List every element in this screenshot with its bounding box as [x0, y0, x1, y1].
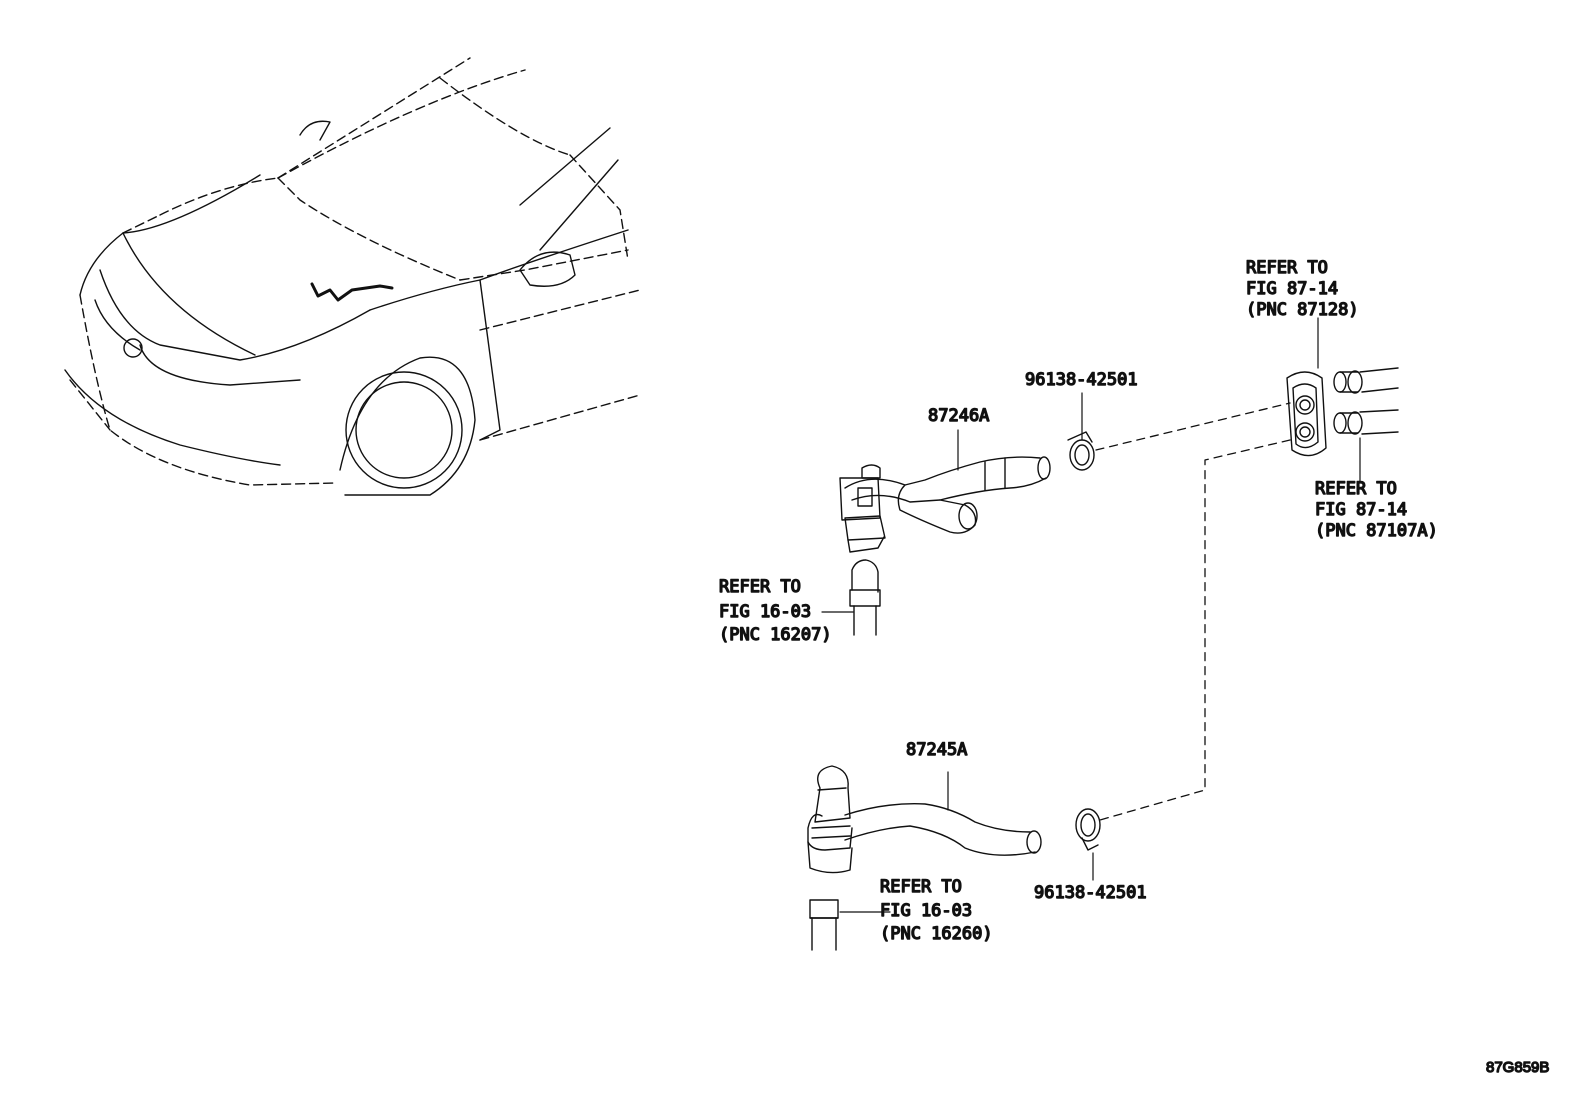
- svg-text:FIG 16-03: FIG 16-03: [719, 602, 811, 622]
- engine-outlet-pipe-upper: [849, 559, 881, 636]
- heater-hose-87246a: [839, 456, 1051, 553]
- grommet-87128: [1286, 371, 1327, 457]
- ref-engine-lower: REFER TO FIG 16-03 (PNC 16260): [879, 876, 993, 944]
- svg-text:FIG 87-14: FIG 87-14: [1315, 500, 1407, 520]
- routing-lines: [1095, 402, 1291, 821]
- svg-text:REFER TO: REFER TO: [1315, 479, 1397, 499]
- leader-lines: [821, 317, 1361, 913]
- svg-text:FIG 87-14: FIG 87-14: [1246, 279, 1338, 299]
- svg-text:REFER TO: REFER TO: [719, 577, 801, 597]
- svg-text:(PNC 16207): (PNC 16207): [719, 625, 832, 645]
- hose-clamp-upper: [1067, 431, 1095, 471]
- svg-text:FIG 16-03: FIG 16-03: [880, 901, 972, 921]
- svg-text:REFER TO: REFER TO: [1246, 258, 1328, 278]
- callout-87246a: 87246A: [928, 406, 989, 426]
- engine-outlet-pipe-lower: [809, 899, 839, 951]
- svg-text:(PNC 87107A): (PNC 87107A): [1315, 521, 1438, 541]
- diagram-code: 87G859B: [1486, 1059, 1549, 1076]
- callout-87245a: 87245A: [906, 740, 967, 760]
- heater-hose-87245a: [807, 765, 1042, 874]
- svg-text:(PNC 87128): (PNC 87128): [1246, 300, 1359, 320]
- hose-clamp-lower: [1075, 808, 1101, 851]
- car-illustration: [64, 57, 641, 496]
- ref-engine-upper: REFER TO FIG 16-03 (PNC 16207): [718, 576, 832, 645]
- heater-pipes-87107a: [1333, 367, 1399, 435]
- callout-clamp-upper: 96138-42501: [1025, 370, 1138, 390]
- ref-grommet: REFER TO FIG 87-14 (PNC 87128): [1245, 257, 1359, 320]
- svg-text:(PNC 16260): (PNC 16260): [880, 924, 993, 944]
- callout-clamp-lower: 96138-42501: [1034, 883, 1147, 903]
- ref-pipes: REFER TO FIG 87-14 (PNC 87107A): [1314, 478, 1438, 541]
- svg-text:REFER TO: REFER TO: [880, 877, 962, 897]
